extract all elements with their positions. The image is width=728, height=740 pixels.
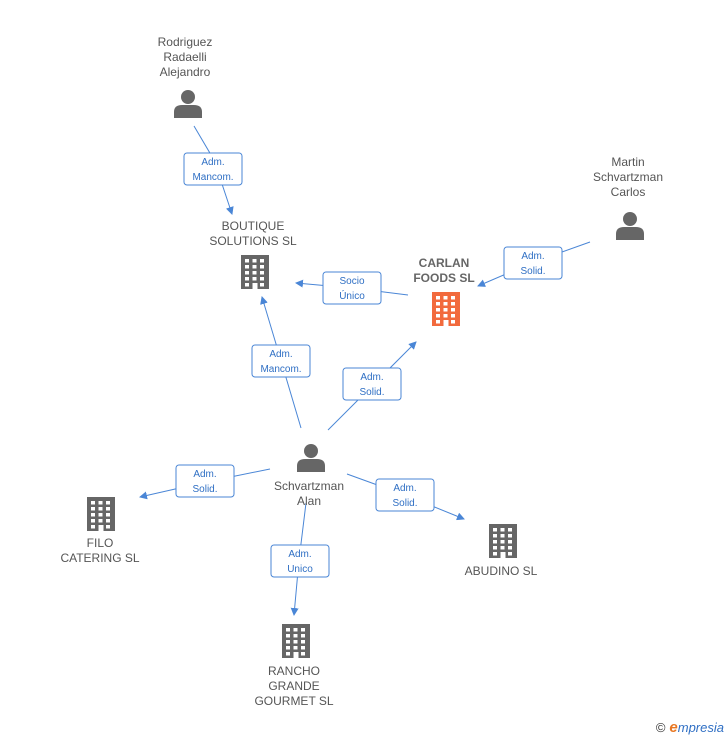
relation-label-text: Adm.: [201, 157, 224, 168]
relation-edge-alan-abudino: Adm. Solid.: [346, 473, 465, 521]
relation-edge-alan-carlan: Adm. Solid.: [327, 341, 417, 431]
relation-label-box[interactable]: [342, 367, 402, 401]
relation-label-text: Mancom.: [260, 364, 301, 375]
relation-label-text: Solid.: [359, 387, 384, 398]
building-icon: [489, 524, 517, 558]
empresia-logo: empresia: [669, 719, 724, 736]
relation-label-box[interactable]: [503, 246, 563, 280]
relation-edge-alan-rancho: Adm. Unico: [270, 502, 330, 616]
relation-label-text: Adm.: [193, 469, 216, 480]
node-label: CATERING SL: [60, 551, 139, 565]
relation-label-box[interactable]: [375, 478, 435, 512]
node-label: Alejandro: [160, 65, 211, 79]
relation-label-text: Socio: [339, 276, 364, 287]
relation-label-text: Solid.: [520, 266, 545, 277]
node-label: CARLAN: [419, 256, 470, 270]
company-node-abudino[interactable]: ABUDINO SL: [465, 524, 538, 578]
relation-label-box[interactable]: [251, 344, 311, 378]
relation-label-text: Adm.: [521, 251, 544, 262]
node-label: GOURMET SL: [254, 694, 333, 708]
relation-edge-alan-filo: Adm. Solid.: [139, 464, 271, 500]
node-label: RANCHO: [268, 664, 320, 678]
node-label: BOUTIQUE: [222, 219, 285, 233]
node-label: Schvartzman: [274, 479, 344, 493]
relation-label-text: Unico: [287, 564, 313, 575]
building-icon: [241, 255, 269, 289]
relation-label-text: Solid.: [392, 498, 417, 509]
relation-edge-martin-carlan: Adm. Solid.: [477, 241, 591, 287]
node-label: GRANDE: [268, 679, 319, 693]
building-icon: [282, 624, 310, 658]
building-icon: [432, 292, 460, 326]
relation-label-box[interactable]: [322, 271, 382, 305]
relation-label-text: Único: [339, 289, 365, 302]
node-label: Schvartzman: [593, 170, 663, 184]
relation-label-text: Mancom.: [192, 172, 233, 183]
node-label: FOODS SL: [413, 271, 474, 285]
node-label: Radaelli: [163, 50, 206, 64]
node-label: FILO: [87, 536, 114, 550]
brand-footer: ©empresia: [656, 719, 724, 736]
person-icon: [297, 444, 325, 472]
relation-edge-alan-boutique: Adm. Mancom.: [251, 296, 311, 429]
copyright-symbol: ©: [655, 720, 666, 735]
relation-label-text: Adm.: [360, 372, 383, 383]
relation-label-box[interactable]: [270, 544, 330, 578]
relation-label-text: Adm.: [288, 549, 311, 560]
node-label: Carlos: [611, 185, 646, 199]
relation-label-box[interactable]: [175, 464, 235, 498]
person-icon: [174, 90, 202, 118]
node-label: ABUDINO SL: [465, 564, 538, 578]
person-icon: [616, 212, 644, 240]
node-label: SOLUTIONS SL: [209, 234, 297, 248]
building-icon: [87, 497, 115, 531]
relation-label-box[interactable]: [183, 152, 243, 186]
node-label: Martin: [611, 155, 644, 169]
relation-edge-rodriguez-boutique: Adm. Mancom.: [183, 125, 243, 215]
relation-label-text: Adm.: [269, 349, 292, 360]
node-label: Alan: [297, 494, 321, 508]
relation-label-text: Solid.: [192, 484, 217, 495]
relation-label-text: Adm.: [393, 483, 416, 494]
node-label: Rodriguez: [158, 35, 213, 49]
